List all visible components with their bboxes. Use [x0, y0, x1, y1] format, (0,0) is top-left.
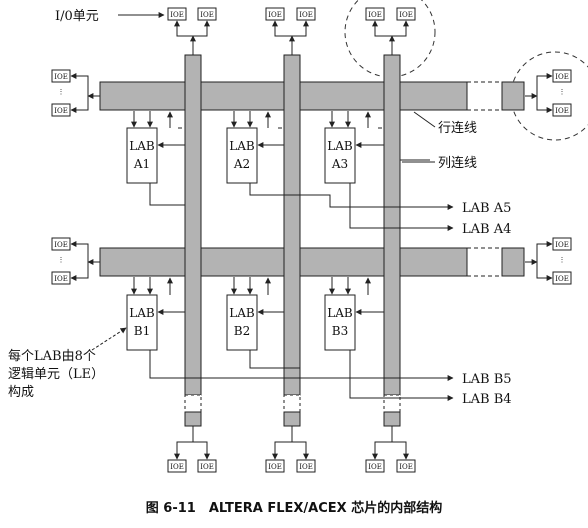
top-ioe-group-2: IOE IOE — [265, 7, 316, 55]
output-lab-a4: LAB A4 — [462, 222, 511, 237]
row-interconnect-label: 行连线 — [438, 120, 477, 136]
lab-label: LAB — [327, 139, 353, 153]
right-ioe-group-b: IOE ⋮ IOE — [525, 237, 572, 285]
ioe-label: IOE — [399, 11, 413, 19]
output-lab-b4: LAB B4 — [462, 392, 512, 407]
lab-a3: LAB A3 — [324, 127, 356, 184]
lab-note-line3: 构成 — [8, 385, 34, 400]
lab-a1: LAB A1 — [126, 127, 158, 184]
ioe-label: IOE — [399, 463, 413, 471]
ioe-label: IOE — [555, 241, 569, 249]
lab-b1: LAB B1 — [126, 294, 158, 351]
lab-b-connections — [131, 277, 454, 401]
bottom-ioe-group-1: IOE IOE — [167, 426, 217, 473]
right-ioe-group-a: IOE ⋮ IOE — [525, 69, 572, 117]
lab-label: LAB — [229, 139, 255, 153]
ioe-label: IOE — [368, 463, 382, 471]
ioe-label: IOE — [268, 11, 282, 19]
io-cell-label: I/0单元 — [55, 9, 99, 24]
lab-a2: LAB A2 — [226, 127, 258, 184]
lab-id: B2 — [234, 324, 250, 338]
lab-label: LAB — [129, 306, 155, 320]
ioe-label: IOE — [200, 463, 214, 471]
bottom-ioe-group-3: IOE IOE — [365, 426, 416, 473]
ellipsis-icon: ⋮ — [559, 256, 566, 264]
left-ioe-group-b: IOE ⋮ IOE — [51, 237, 100, 285]
ioe-label: IOE — [54, 73, 68, 81]
ioe-label: IOE — [299, 463, 313, 471]
lab-label: LAB — [129, 139, 155, 153]
ioe-label: IOE — [170, 463, 184, 471]
bottom-ioe-group-2: IOE IOE — [265, 426, 316, 473]
ioe-label: IOE — [299, 11, 313, 19]
ellipsis-icon: ⋮ — [559, 88, 566, 96]
ellipsis-icon: ⋮ — [58, 256, 65, 264]
lab-b2: LAB B2 — [226, 294, 258, 351]
row-interconnect-pointer — [413, 111, 436, 128]
ioe-label: IOE — [368, 11, 382, 19]
ioe-label: IOE — [555, 107, 569, 115]
ioe-label: IOE — [268, 463, 282, 471]
lab-id: B3 — [332, 324, 348, 338]
lab-note-line1: 每个LAB由8个 — [8, 348, 96, 364]
ioe-label: IOE — [555, 73, 569, 81]
lab-b3: LAB B3 — [324, 294, 356, 351]
col-interconnect-label: 列连线 — [438, 155, 477, 171]
lab-label: LAB — [327, 306, 353, 320]
lab-label: LAB — [229, 306, 255, 320]
ioe-label: IOE — [555, 275, 569, 283]
lab-a-connections — [131, 111, 454, 231]
ioe-label: IOE — [200, 11, 214, 19]
row-interconnect-a — [99, 81, 525, 111]
lab-id: A2 — [233, 157, 250, 171]
row-interconnect-b — [99, 247, 525, 277]
ioe-label: IOE — [54, 275, 68, 283]
top-ioe-group-3: IOE IOE — [365, 7, 416, 55]
lab-note-pointer — [91, 327, 127, 351]
ioe-label: IOE — [54, 241, 68, 249]
lab-id: A1 — [133, 157, 150, 171]
lab-note-line2: 逻辑单元（LE） — [8, 367, 104, 382]
output-lab-b5: LAB B5 — [462, 372, 512, 387]
lab-id: B1 — [134, 324, 150, 338]
ellipsis-icon: ⋮ — [58, 88, 65, 96]
left-ioe-group-a: IOE ⋮ IOE — [51, 69, 100, 117]
column-interconnect-2 — [283, 54, 301, 427]
top-ioe-group-1: IOE IOE — [167, 7, 217, 55]
dashed-circle-top — [344, 0, 436, 78]
column-interconnect-1 — [184, 54, 202, 427]
output-lab-a5: LAB A5 — [462, 201, 511, 216]
figure-caption: 图 6-11 ALTERA FLEX/ACEX 芯片的内部结构 — [146, 500, 442, 516]
ioe-label: IOE — [170, 11, 184, 19]
lab-id: A3 — [331, 157, 348, 171]
column-interconnect-3 — [383, 54, 401, 427]
ioe-label: IOE — [54, 107, 68, 115]
